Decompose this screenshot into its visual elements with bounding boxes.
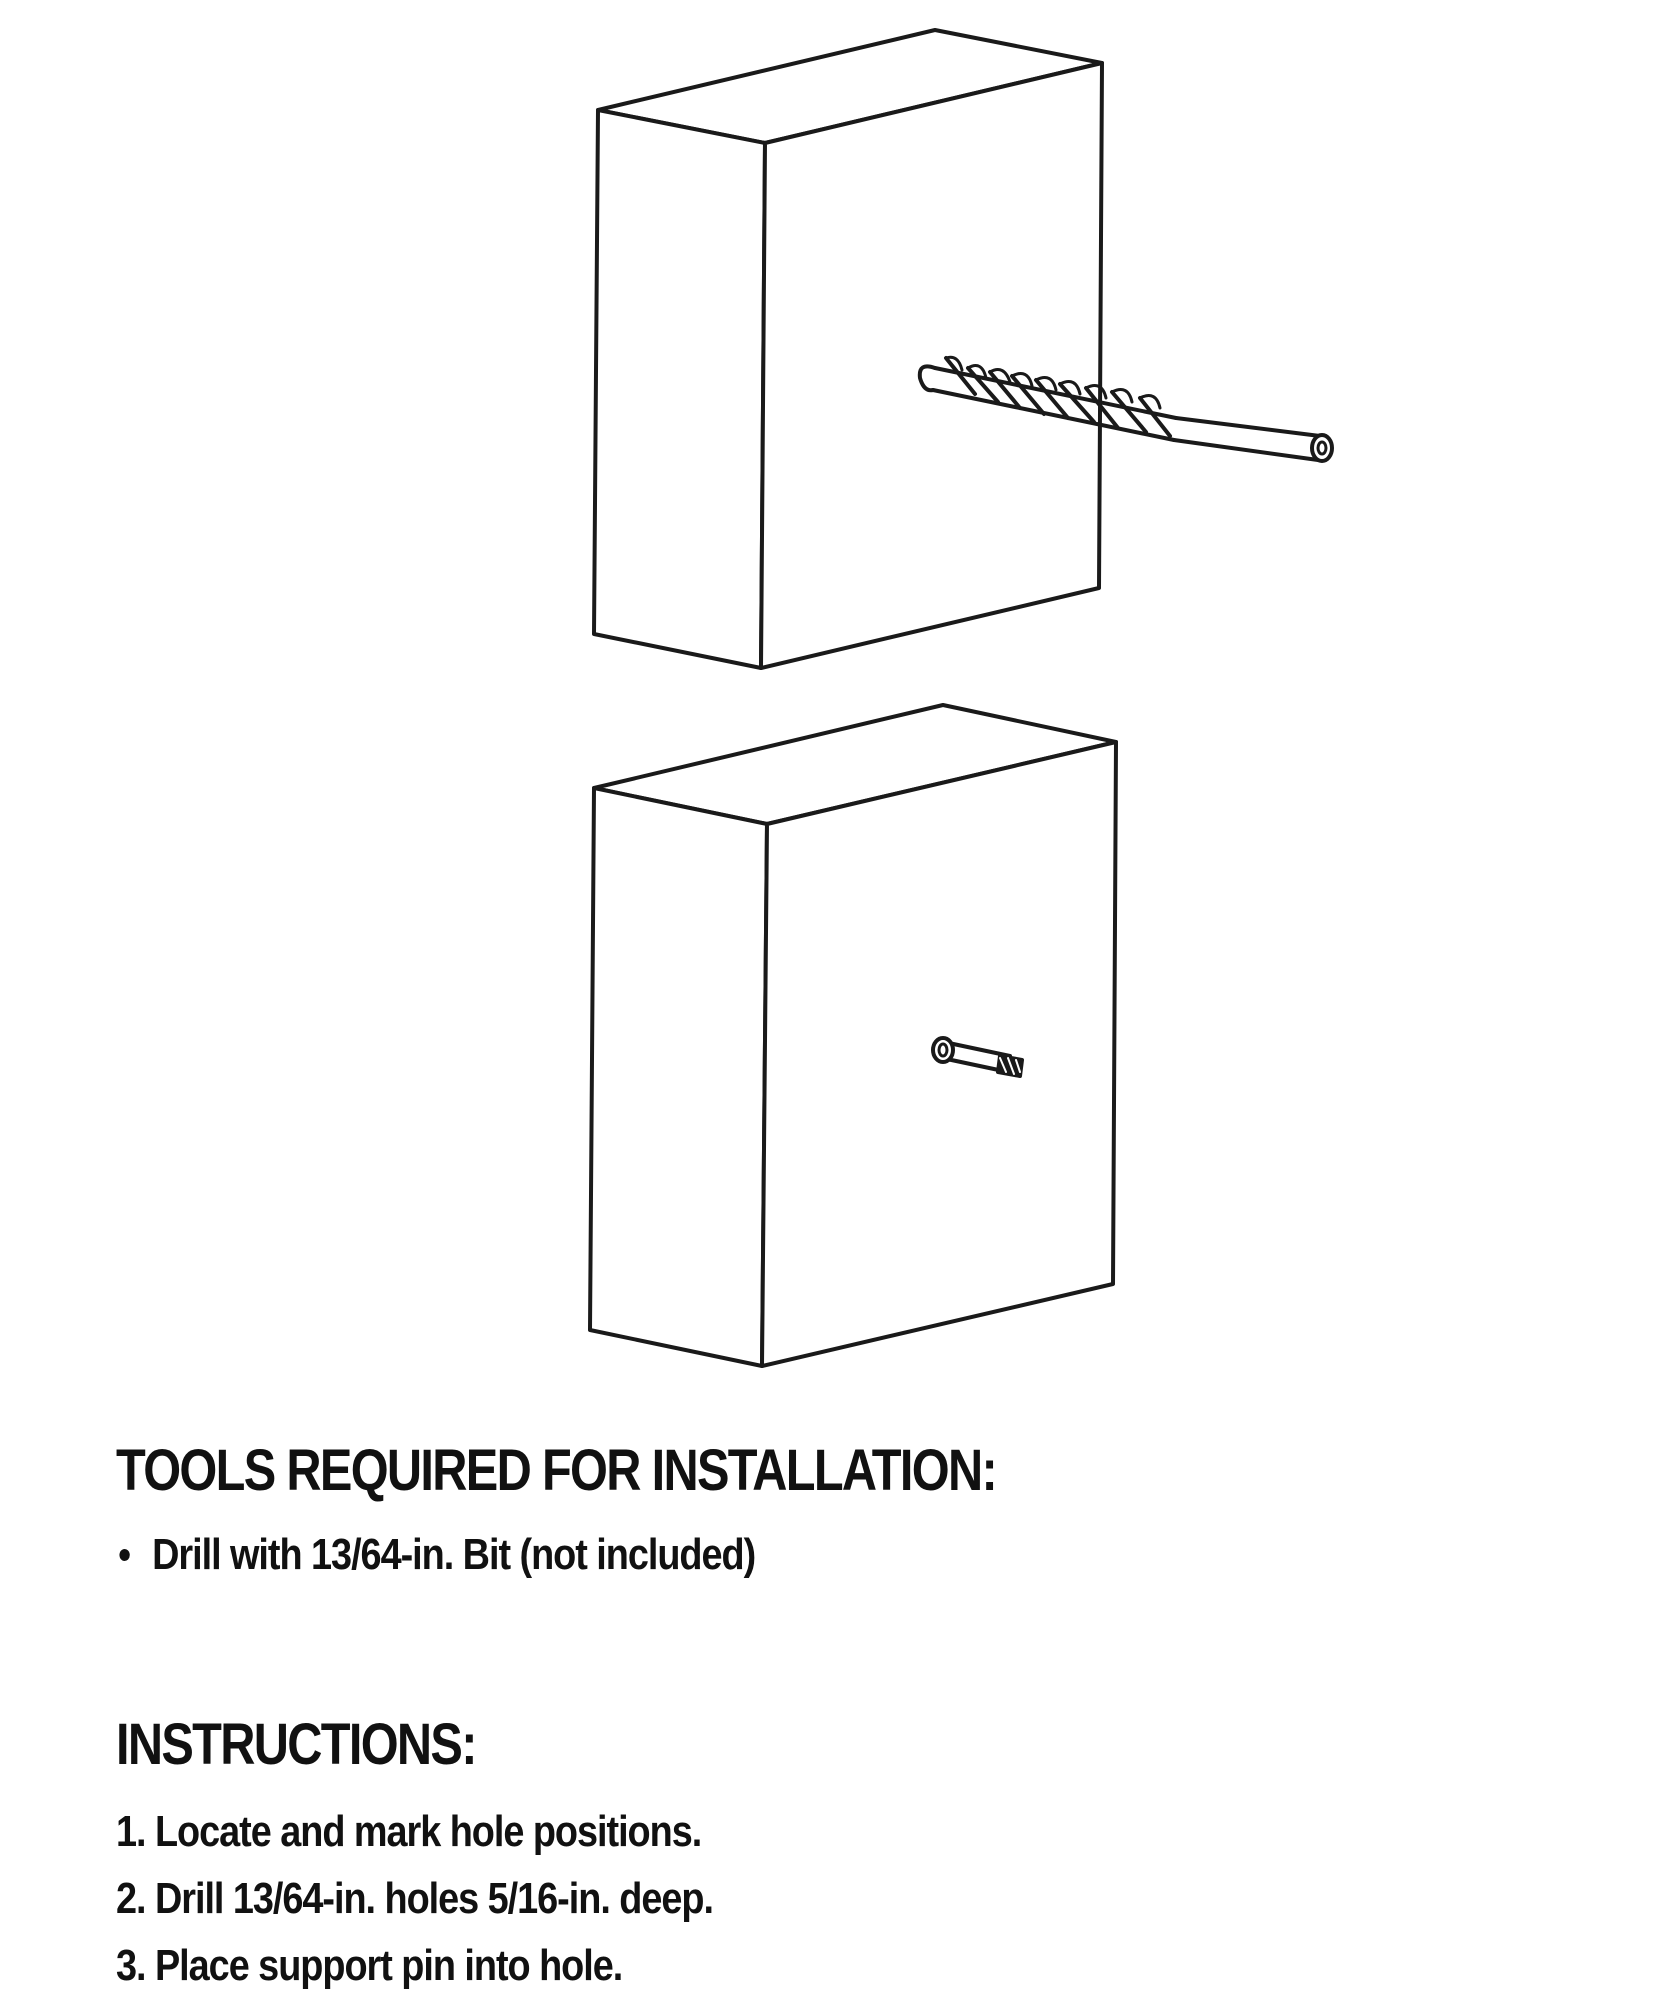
support-pin-icon bbox=[931, 1036, 1024, 1078]
instructions-heading: INSTRUCTIONS: bbox=[116, 1712, 477, 1777]
upper-panel-front-face bbox=[592, 108, 767, 670]
list-item: Drill with 13/64-in. Bit (not included) bbox=[116, 1530, 756, 1580]
lower-panel-front-face bbox=[588, 786, 769, 1368]
bullet-icon bbox=[119, 1549, 130, 1561]
instruction-step: 1. Locate and mark hole positions. bbox=[116, 1807, 702, 1856]
upper-panel-block bbox=[592, 28, 1104, 670]
instruction-step: 3. Place support pin into hole. bbox=[116, 1941, 623, 1990]
tools-required-heading: TOOLS REQUIRED FOR INSTALLATION: bbox=[116, 1438, 998, 1503]
lower-panel-block bbox=[588, 703, 1118, 1368]
drill-bit-icon bbox=[917, 355, 1334, 463]
tool-item-text: Drill with 13/64-in. Bit (not included) bbox=[152, 1530, 756, 1579]
tools-list: Drill with 13/64-in. Bit (not included) bbox=[116, 1530, 756, 1580]
installation-illustration bbox=[588, 28, 1334, 1368]
instruction-step: 2. Drill 13/64-in. holes 5/16-in. deep. bbox=[116, 1874, 714, 1923]
instructions-steps-list: 1. Locate and mark hole positions. 2. Dr… bbox=[116, 1798, 714, 1999]
